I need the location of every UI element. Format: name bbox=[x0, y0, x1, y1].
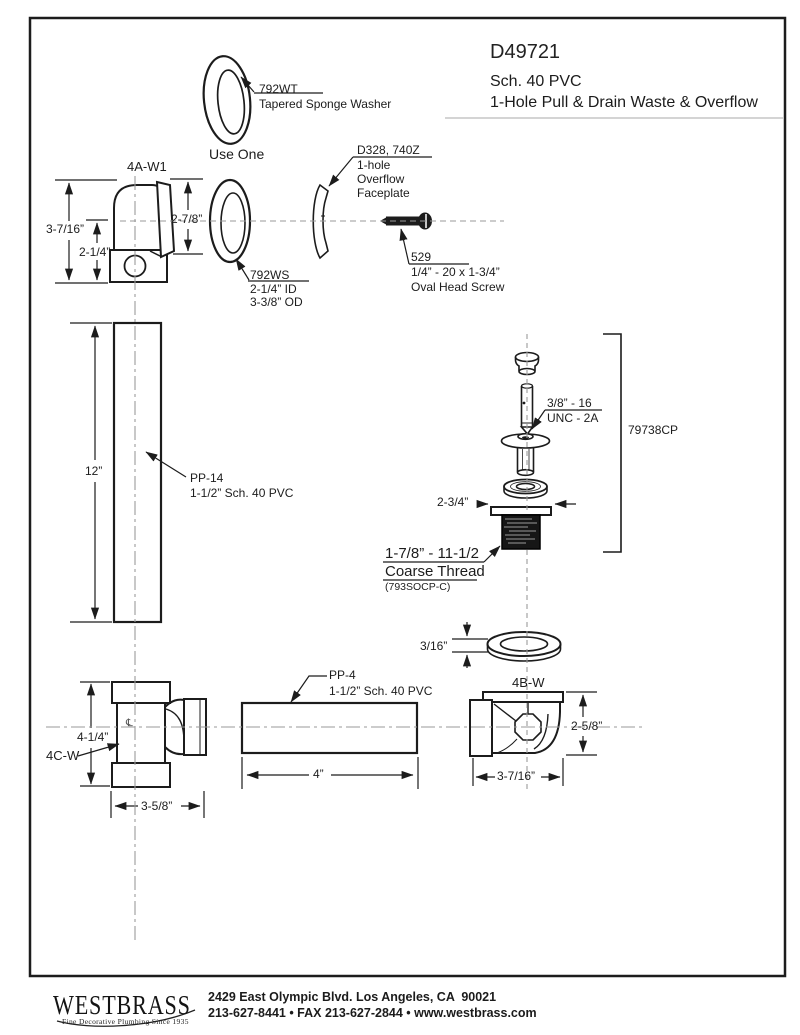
slip-washer-drawing bbox=[208, 178, 252, 264]
label-pp14: PP-14 bbox=[190, 471, 224, 485]
label-792ws-id: 2-1/4” ID bbox=[250, 282, 297, 296]
label-529-size: 1/4” - 20 x 1-3/4” bbox=[411, 265, 500, 279]
page-title-desc: 1-Hole Pull & Drain Waste & Overflow bbox=[490, 94, 758, 111]
page-title-model: D49721 bbox=[490, 41, 561, 63]
dim-flange-width: 2-3/4” bbox=[437, 495, 469, 509]
label-792ws-od: 3-3/8” OD bbox=[250, 295, 303, 309]
label-use-one: Use One bbox=[209, 146, 265, 162]
label-pp4-desc: 1-1/2” Sch. 40 PVC bbox=[329, 684, 433, 698]
label-coarse-1: 1-7/8” - 11-1/2 bbox=[385, 545, 479, 562]
leader-lines bbox=[77, 76, 602, 757]
label-792wt: 792WT bbox=[259, 82, 298, 96]
dim-tee-height: 4-1/4” bbox=[77, 730, 109, 744]
footer-contact: 213-627-8441 • FAX 213-627-2844 • www.we… bbox=[208, 1006, 537, 1020]
dim-pp14-length: 12” bbox=[85, 464, 103, 478]
flat-washer-drawing bbox=[486, 631, 562, 662]
label-faceplate-l2: Overflow bbox=[357, 172, 405, 186]
label-faceplate-l1: 1-hole bbox=[357, 158, 391, 172]
dim-tee-width: 3-5/8” bbox=[141, 799, 173, 813]
label-529: 529 bbox=[411, 250, 432, 264]
dimension-lines bbox=[55, 178, 597, 818]
label-529-desc: Oval Head Screw bbox=[411, 280, 505, 294]
label-coarse-3: (793SOCP-C) bbox=[385, 581, 451, 593]
dim-pp4-length: 4” bbox=[313, 767, 324, 781]
long-pipe-drawing bbox=[112, 321, 163, 624]
brand-tagline: Fine Decorative Plumbing Since 1935 bbox=[62, 1017, 189, 1026]
label-792ws: 792WS bbox=[250, 268, 290, 282]
footer-address: 2429 East Olympic Blvd. Los Angeles, CA … bbox=[208, 990, 497, 1004]
centerline-symbol: ℄ bbox=[126, 717, 133, 729]
brand-logo: WESTBRASS bbox=[53, 990, 191, 1020]
drain-kit-drawing bbox=[490, 333, 622, 553]
label-4b-w: 4B-W bbox=[512, 675, 545, 690]
label-rod-thread-1: 3/8” - 16 bbox=[547, 396, 592, 410]
dim-washer-thickness: 3/16” bbox=[420, 639, 448, 653]
page-title-spec: Sch. 40 PVC bbox=[490, 73, 582, 90]
dim-elbow-face: 2-7/8” bbox=[171, 212, 203, 226]
overflow-elbow-drawing bbox=[109, 180, 176, 283]
dim-elbow-height: 3-7/16” bbox=[46, 222, 85, 236]
label-faceplate-part: D328, 740Z bbox=[357, 143, 420, 157]
page-border bbox=[28, 16, 787, 978]
dim-drain-elbow-w: 3-7/16” bbox=[497, 769, 536, 783]
short-pipe-drawing bbox=[240, 701, 419, 755]
label-792wt-desc: Tapered Sponge Washer bbox=[259, 97, 392, 111]
label-faceplate-l3: Faceplate bbox=[357, 186, 410, 200]
centerlines bbox=[46, 176, 644, 944]
label-pp4: PP-4 bbox=[329, 668, 356, 682]
label-4a-w1: 4A-W1 bbox=[127, 159, 167, 174]
dim-elbow-body: 2-1/4” bbox=[79, 245, 111, 259]
drain-elbow-drawing bbox=[469, 691, 564, 757]
brand-swoosh bbox=[56, 1009, 196, 1027]
sponge-washer-drawing bbox=[202, 55, 252, 145]
part-group-bracket bbox=[603, 333, 622, 553]
label-79738cp: 79738CP bbox=[628, 423, 679, 437]
label-rod-thread-2: UNC - 2A bbox=[547, 411, 599, 425]
label-pp14-desc: 1-1/2” Sch. 40 PVC bbox=[190, 486, 294, 500]
dim-drain-elbow-h: 2-5/8” bbox=[571, 719, 603, 733]
label-4c-w: 4C-W bbox=[46, 748, 80, 763]
label-coarse-2: Coarse Thread bbox=[385, 563, 485, 580]
waste-tee-drawing bbox=[111, 681, 207, 788]
